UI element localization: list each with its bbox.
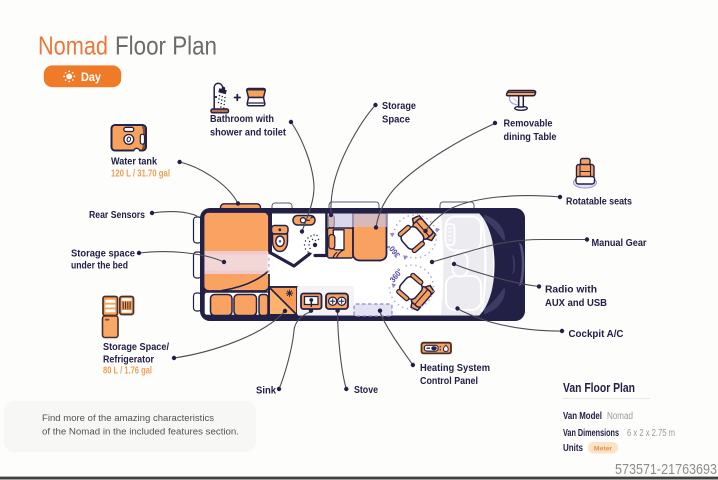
svg-text:Meter: Meter — [594, 446, 612, 453]
svg-text:Storage space: Storage space — [71, 249, 135, 260]
svg-text:Storage Space/: Storage Space/ — [103, 342, 169, 353]
svg-text:6 x 2 x 2.75 m: 6 x 2 x 2.75 m — [627, 428, 675, 439]
svg-text:dining Table: dining Table — [504, 132, 557, 143]
svg-text:573571-21763693: 573571-21763693 — [615, 462, 717, 478]
svg-text:Bathroom with: Bathroom with — [210, 114, 274, 125]
svg-text:Van Dimensions: Van Dimensions — [563, 428, 619, 439]
svg-text:Stove: Stove — [354, 385, 378, 396]
svg-text:Find more of the amazing chara: Find more of the amazing characteristics — [42, 413, 214, 424]
svg-text:of the Nomad in the included f: of the Nomad in the included features se… — [42, 427, 239, 438]
svg-text:under the bed: under the bed — [71, 261, 128, 272]
svg-text:Water tank: Water tank — [111, 157, 157, 168]
svg-text:Nomad: Nomad — [38, 31, 108, 61]
svg-text:AUX and USB: AUX and USB — [545, 298, 607, 309]
svg-text:Van Model: Van Model — [563, 411, 602, 422]
svg-text:Nomad: Nomad — [607, 411, 633, 422]
svg-text:Heating System: Heating System — [420, 363, 490, 374]
svg-text:80 L / 1.76 gal: 80 L / 1.76 gal — [103, 365, 152, 377]
svg-text:Sink: Sink — [256, 386, 276, 397]
svg-text:Day: Day — [81, 70, 101, 84]
svg-text:shower and toilet: shower and toilet — [210, 128, 287, 139]
svg-text:Manual Gear: Manual Gear — [592, 238, 647, 249]
svg-text:Floor Plan: Floor Plan — [115, 31, 217, 61]
svg-text:Rotatable seats: Rotatable seats — [566, 197, 632, 208]
svg-text:Van Floor Plan: Van Floor Plan — [563, 380, 635, 395]
svg-text:120 L / 31.70 gal: 120 L / 31.70 gal — [111, 168, 170, 180]
svg-text:Units: Units — [563, 443, 583, 454]
svg-text:Removable: Removable — [504, 119, 553, 130]
svg-text:Rear Sensors: Rear Sensors — [89, 210, 145, 221]
svg-text:Radio with: Radio with — [545, 285, 597, 296]
svg-text:Refrigerator: Refrigerator — [103, 355, 154, 366]
svg-text:Cockpit A/C: Cockpit A/C — [569, 329, 624, 340]
svg-text:Storage: Storage — [382, 101, 416, 112]
svg-text:Space: Space — [382, 115, 410, 126]
svg-text:Control Panel: Control Panel — [420, 376, 478, 387]
